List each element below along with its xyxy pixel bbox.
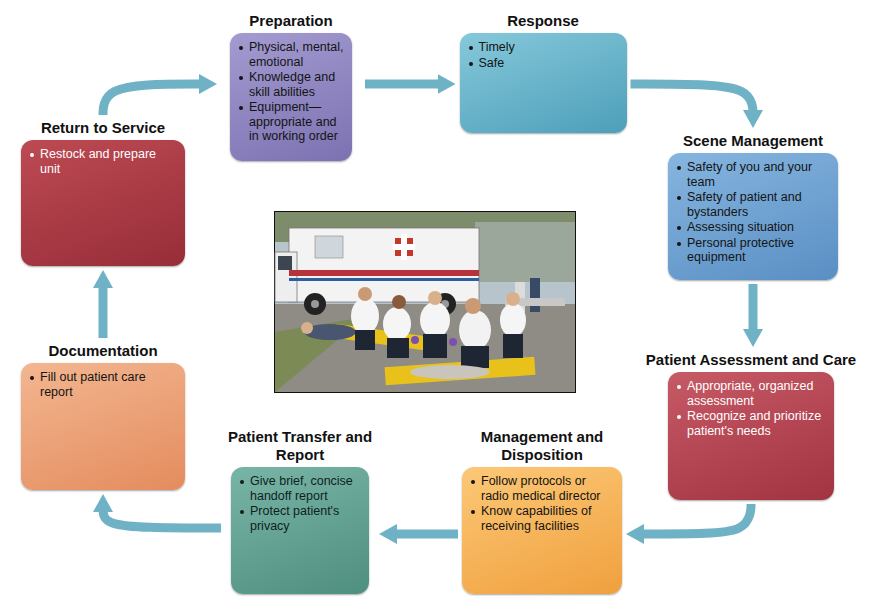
- bullet-dot: [469, 46, 473, 50]
- step-bullet: Safety of patient and bystanders: [687, 190, 831, 219]
- bullet-dot: [677, 226, 681, 230]
- bullet-dot: [239, 46, 243, 50]
- bullet-item: Assessing situation: [676, 220, 831, 235]
- bullet-item: Safety of patient and bystanders: [676, 190, 831, 219]
- bullet-item: Fill out patient care report: [29, 370, 178, 399]
- step-bullet: Assessing situation: [687, 220, 794, 235]
- step-node: Patient Assessment and CareAppropriate, …: [633, 351, 869, 500]
- bullet-item: Give brief, concise handoff report: [239, 474, 362, 503]
- step-bullet: Appropriate, organized assessment: [687, 379, 827, 408]
- cycle-arrow: [749, 284, 758, 333]
- step-box: TimelySafe: [460, 33, 627, 133]
- bullet-item: Safety of you and your team: [676, 160, 831, 189]
- cycle-arrow: [631, 84, 754, 114]
- step-heading: Preparation: [221, 12, 361, 30]
- step-heading: Patient Assessment and Care: [633, 351, 869, 369]
- step-box: Follow protocols or radio medical direct…: [462, 467, 622, 594]
- step-bullet: Equipment— appropriate and in working or…: [249, 100, 345, 144]
- bullet-dot: [240, 480, 244, 484]
- bullet-item: Protect patient's privacy: [239, 504, 362, 533]
- bullet-item: Timely: [468, 40, 620, 55]
- step-bullet: Safety of you and your team: [687, 160, 831, 189]
- bullet-item: Physical, mental, emotional: [238, 40, 345, 69]
- step-bullet: Physical, mental, emotional: [249, 40, 345, 69]
- step-node: Patient Transfer and ReportGive brief, c…: [225, 428, 375, 594]
- bullet-dot: [677, 385, 681, 389]
- step-node: Scene ManagementSafety of you and your t…: [668, 132, 838, 280]
- bullet-dot: [677, 242, 681, 246]
- bullet-item: Knowledge and skill abilities: [238, 70, 345, 99]
- bullet-dot: [469, 62, 473, 66]
- bullet-item: Personal protective equipment: [676, 236, 831, 265]
- bullet-dot: [471, 510, 475, 514]
- bullet-item: Appropriate, organized assessment: [676, 379, 827, 408]
- step-heading: Management and Disposition: [462, 428, 622, 464]
- bullet-dot: [240, 510, 244, 514]
- bullet-dot: [30, 376, 34, 380]
- bullet-item: Equipment— appropriate and in working or…: [238, 100, 345, 144]
- cycle-arrow: [640, 504, 751, 534]
- bullet-dot: [677, 415, 681, 419]
- step-node: Management and DispositionFollow protoco…: [462, 428, 622, 594]
- cycle-arrow: [393, 530, 458, 539]
- step-heading: Response: [460, 12, 627, 30]
- step-box: Give brief, concise handoff reportProtec…: [231, 467, 369, 594]
- step-node: Return to ServiceRestock and prepare uni…: [21, 119, 185, 266]
- bullet-item: Safe: [468, 56, 620, 71]
- step-heading: Return to Service: [21, 119, 185, 137]
- cycle-arrow: [99, 284, 108, 338]
- step-box: Fill out patient care report: [21, 363, 185, 490]
- ems-photo: [274, 211, 576, 393]
- step-box: Appropriate, organized assessmentRecogni…: [668, 372, 834, 500]
- step-bullet: Know capabilities of receiving facilitie…: [481, 504, 615, 533]
- step-box: Restock and prepare unit: [21, 140, 185, 266]
- bullet-item: Know capabilities of receiving facilitie…: [470, 504, 615, 533]
- step-bullet: Restock and prepare unit: [40, 147, 178, 176]
- cycle-arrow: [103, 84, 203, 115]
- step-bullet: Follow protocols or radio medical direct…: [481, 474, 615, 503]
- step-node: PreparationPhysical, mental, emotionalKn…: [221, 12, 361, 161]
- step-bullet: Give brief, concise handoff report: [250, 474, 362, 503]
- step-bullet: Knowledge and skill abilities: [249, 70, 345, 99]
- step-box: Physical, mental, emotionalKnowledge and…: [230, 33, 352, 161]
- step-heading: Scene Management: [668, 132, 838, 150]
- cycle-arrow: [365, 80, 442, 89]
- step-bullet: Fill out patient care report: [40, 370, 178, 399]
- step-bullet: Timely: [479, 40, 515, 55]
- step-box: Safety of you and your teamSafety of pat…: [668, 153, 838, 280]
- bullet-dot: [471, 480, 475, 484]
- bullet-dot: [239, 106, 243, 110]
- step-node: ResponseTimelySafe: [460, 12, 627, 133]
- bullet-dot: [677, 196, 681, 200]
- bullet-dot: [677, 166, 681, 170]
- bullet-item: Follow protocols or radio medical direct…: [470, 474, 615, 503]
- step-bullet: Personal protective equipment: [687, 236, 831, 265]
- step-heading: Documentation: [21, 342, 185, 360]
- step-bullet: Safe: [479, 56, 505, 71]
- step-node: DocumentationFill out patient care repor…: [21, 342, 185, 490]
- bullet-item: Recognize and prioritize patient's needs: [676, 409, 827, 438]
- step-heading: Patient Transfer and Report: [225, 428, 375, 464]
- bullet-dot: [239, 76, 243, 80]
- bullet-item: Restock and prepare unit: [29, 147, 178, 176]
- cycle-arrow: [103, 508, 221, 528]
- bullet-dot: [30, 153, 34, 157]
- step-bullet: Protect patient's privacy: [250, 504, 362, 533]
- step-bullet: Recognize and prioritize patient's needs: [687, 409, 827, 438]
